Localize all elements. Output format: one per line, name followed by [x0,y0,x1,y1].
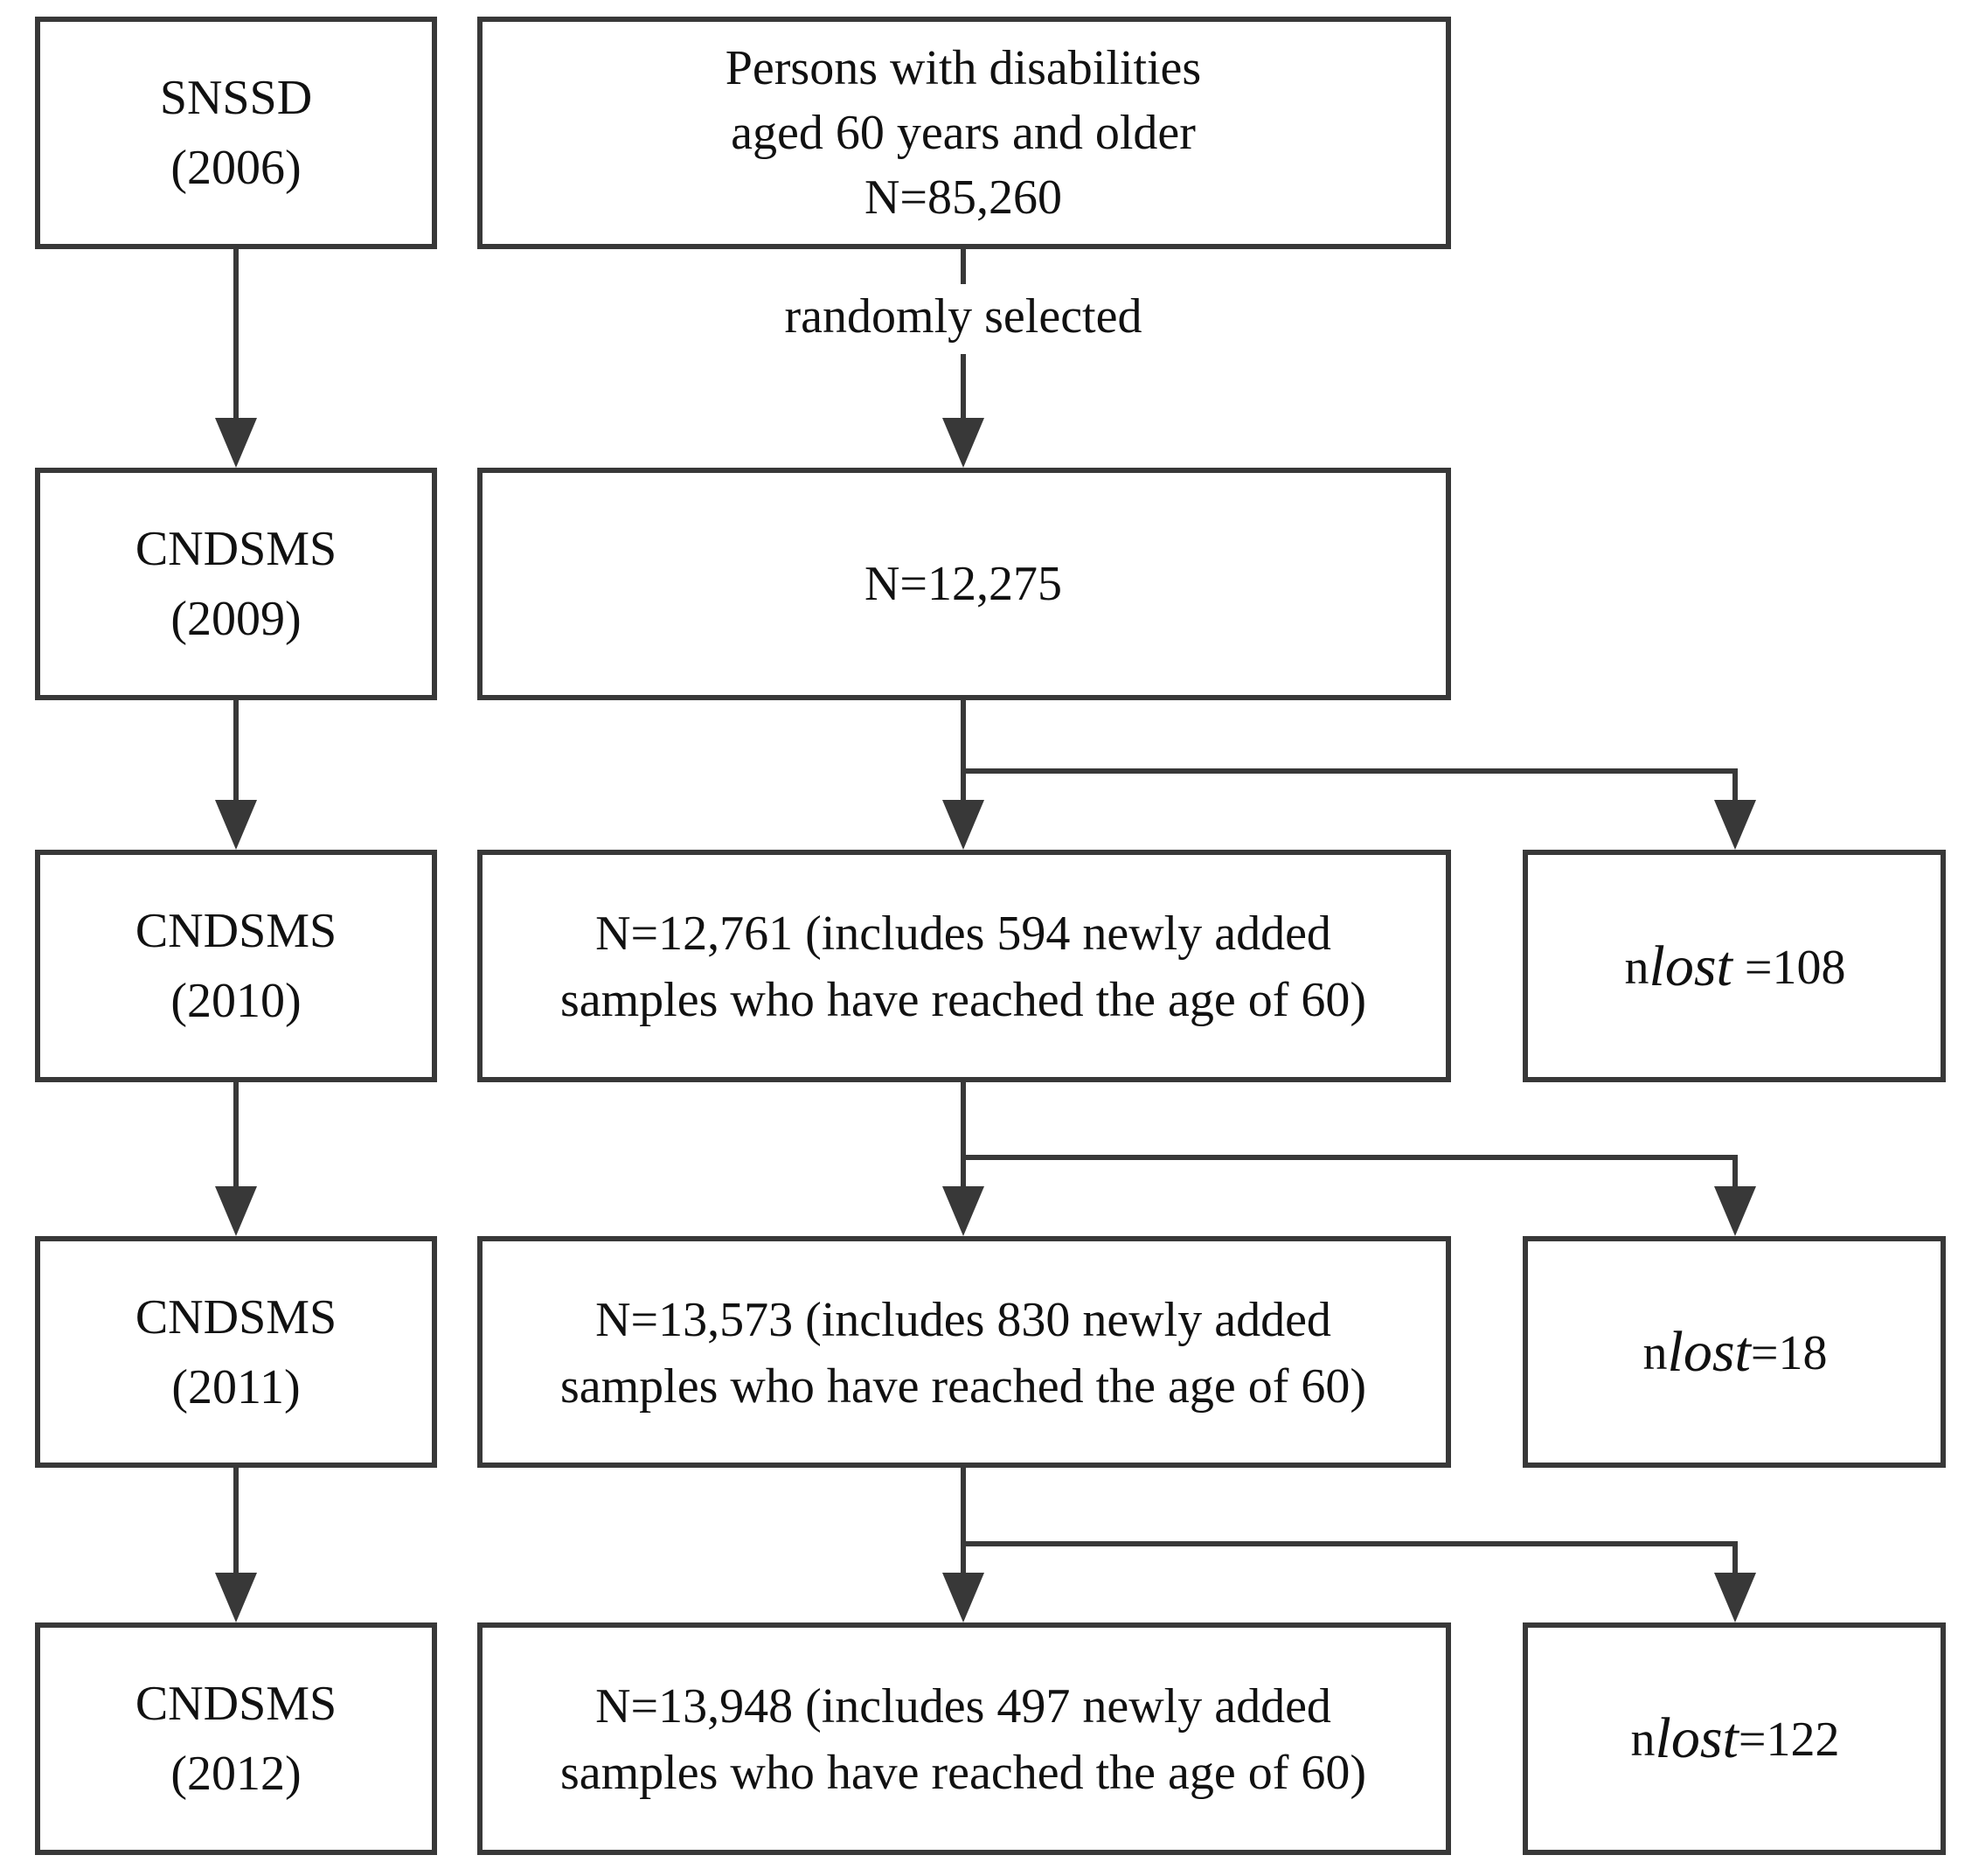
survey-box-cndsms-2012: CNDSMS (2012) [35,1622,437,1855]
survey-name: CNDSMS [135,1677,337,1731]
lost-prefix: n [1643,1326,1668,1380]
sample-text-line: Persons with disabilities [726,41,1201,95]
sample-text-line: samples who have reached the age of 60) [560,973,1366,1027]
sample-box-2012: N=13,948 (includes 497 newly added sampl… [477,1622,1451,1855]
survey-year: (2009) [170,592,301,646]
sample-box-2009: N=12,275 [477,468,1451,700]
branch-lost-2010 [963,768,1738,809]
lost-count: =108 [1732,941,1846,995]
sample-box-2010: N=12,761 (includes 594 newly added sampl… [477,850,1451,1082]
svg-text:nlost=122: nlost=122 [1631,1706,1840,1770]
arrowhead-icon [215,1186,257,1236]
lost-box-2012: nlost=122 [1523,1622,1946,1855]
lost-box-2010: nlost =108 [1523,850,1946,1082]
branch-lost-2011 [963,1155,1738,1195]
connector-label: randomly selected [785,289,1142,344]
lost-count: =18 [1751,1326,1828,1380]
connectors [215,247,1756,1622]
lost-prefix: n [1631,1713,1656,1767]
arrowhead-icon [215,418,257,468]
arrowhead-icon [942,1573,984,1622]
svg-text:nlost =108: nlost =108 [1625,935,1846,998]
lost-italic: lost [1656,1706,1740,1770]
middle-column: Persons with disabilities aged 60 years … [477,17,1451,1855]
arrowhead-icon [215,1573,257,1622]
right-column: nlost =108 nlost=18 nlost=122 [1523,850,1946,1855]
svg-text:nlost=18: nlost=18 [1643,1320,1828,1384]
lost-count: =122 [1739,1713,1840,1767]
arrowhead-icon [942,1186,984,1236]
sample-text-line: aged 60 years and older [731,106,1196,160]
arrowhead-icon [1714,1573,1756,1622]
survey-name: CNDSMS [135,1290,337,1344]
survey-name: CNDSMS [135,522,337,576]
sample-count: N=85,260 [864,170,1062,225]
lost-italic: lost [1668,1320,1753,1384]
arrowhead-icon [215,800,257,850]
survey-year: (2010) [170,974,301,1028]
lost-prefix: n [1625,941,1649,995]
sample-count: N=12,275 [864,557,1062,611]
sample-text-line: samples who have reached the age of 60) [560,1359,1366,1414]
survey-name: SNSSD [160,71,312,125]
sample-text-line: samples who have reached the age of 60) [560,1746,1366,1800]
survey-name: CNDSMS [135,904,337,958]
left-column: SNSSD (2006) CNDSMS (2009) CNDSMS (2010)… [35,17,437,1855]
sample-box-2011: N=13,573 (includes 830 newly added sampl… [477,1236,1451,1468]
survey-year: (2011) [171,1360,300,1414]
lost-italic: lost [1649,935,1734,998]
sample-text-line: N=13,948 (includes 497 newly added [595,1679,1331,1734]
sample-box-2006: Persons with disabilities aged 60 years … [477,17,1451,249]
branch-lost-2012 [963,1541,1738,1581]
arrowhead-icon [1714,800,1756,850]
survey-box-cndsms-2011: CNDSMS (2011) [35,1236,437,1468]
survey-year: (2012) [170,1747,301,1801]
arrowhead-icon [1714,1186,1756,1236]
arrowhead-icon [942,418,984,468]
connector-label-bg [752,284,1175,354]
survey-box-snssd-2006: SNSSD (2006) [35,17,437,249]
arrowhead-icon [942,800,984,850]
sample-text-line: N=13,573 (includes 830 newly added [595,1293,1331,1347]
survey-box-cndsms-2010: CNDSMS (2010) [35,850,437,1082]
survey-box-cndsms-2009: CNDSMS (2009) [35,468,437,700]
survey-year: (2006) [170,141,301,195]
sample-text-line: N=12,761 (includes 594 newly added [595,907,1331,961]
lost-box-2011: nlost=18 [1523,1236,1946,1468]
